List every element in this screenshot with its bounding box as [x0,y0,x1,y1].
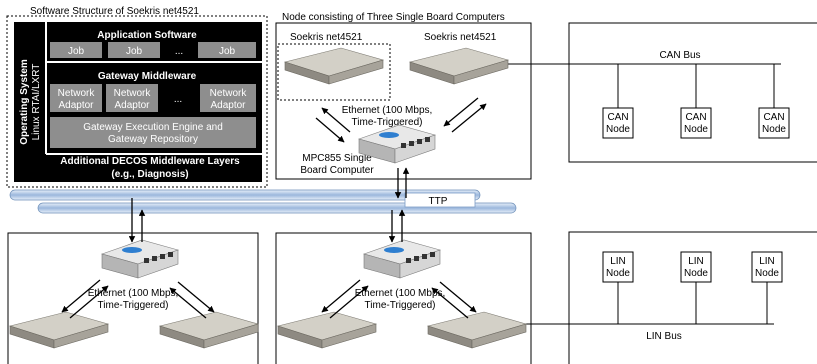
can-node-label: Node [684,124,708,135]
lin-bus-label: LIN Bus [646,331,682,342]
can-bus-label: CAN Bus [659,50,700,61]
can-node-label: CAN [763,112,784,123]
soekris-bottom-left-2-device [158,311,260,349]
network-adaptor-label: Network [58,88,96,99]
arrow-bm-up-2 [431,287,469,319]
bottom-mid-ethernet-line1: Ethernet (100 Mbps, [355,288,446,299]
network-adaptor-label: Network [114,88,152,99]
job-label: ... [175,46,183,57]
soekris-top-left-device [283,47,385,85]
arrow-bm-down-2 [439,281,477,313]
network-adaptor-label: Adaptor [58,100,94,111]
os-label: Operating System [19,59,30,145]
can-node-label: Node [606,124,630,135]
arrow-bm-down-1 [321,279,361,313]
bottom-mid-node-panel: Ethernet (100 Mbps, Time-Triggered) [275,232,532,364]
job-box: Job [108,42,160,58]
mpc855-top-device [357,124,437,164]
soekris-bottom-left-1-device [8,311,110,349]
ttp-bus: TTP [9,189,517,214]
top-node-panel: Node consisting of Three Single Board Co… [275,12,532,180]
lin-node-label: LIN [759,256,775,267]
decos-line2: (e.g., Diagnosis) [111,169,188,180]
decos-line1: Additional DECOS Middleware Layers [60,156,240,167]
arrow-top-right-down [443,97,479,127]
network-adaptor-label: Network [210,88,248,99]
job-box: Job [50,42,102,58]
mpc855-bottom-mid-device [362,239,442,279]
mpc-line1: MPC855 Single [302,153,372,164]
arrow-bl-up-2 [169,287,207,319]
lin-node-label: LIN [688,256,704,267]
soekris-bottom-mid-1-device [276,311,378,349]
network-adaptor-label: Adaptor [114,100,150,111]
arrow-bl-down-2 [177,281,215,313]
can-node-label: CAN [607,112,628,123]
lin-node-label: Node [606,268,630,279]
arrow-top-left-up [321,107,351,133]
gateway-engine-line1: Gateway Execution Engine and [83,122,223,133]
application-software-title: Application Software [97,30,197,41]
arrow-top-right-up [451,103,487,133]
mpc855-bottom-left-device [100,239,180,279]
bottom-mid-ethernet-line2: Time-Triggered) [365,300,436,311]
lin-node-label: Node [755,268,779,279]
bottom-left-ethernet-line2: Time-Triggered) [98,300,169,311]
soekris-left-label: Soekris net4521 [290,32,363,43]
network-adaptor-label: Adaptor [210,100,246,111]
job-label: Job [219,46,236,57]
arrow-bl-down-1 [61,279,101,313]
network-adaptor-label: ... [174,94,182,105]
network-adaptor-box: ... [174,94,182,105]
lin-node-label: LIN [610,256,626,267]
software-structure-panel: Software Structure of Soekris net4521 Op… [6,6,268,188]
bottom-left-ethernet-line1: Ethernet (100 Mbps, [88,288,179,299]
soekris-top-right-device [408,47,510,85]
lin-node-label: Node [684,268,708,279]
ttp-label: TTP [429,196,448,207]
mpc-line2: Board Computer [300,165,374,176]
arrow-top-left-down [315,117,345,143]
top-ethernet-line2: Time-Triggered) [352,117,423,128]
top-node-title: Node consisting of Three Single Board Co… [282,12,505,23]
job-label: Job [68,46,85,57]
gateway-engine-box [50,117,256,148]
arrow-bl-up-1 [69,285,109,319]
job-box: Job [198,42,256,58]
gateway-engine-line2: Gateway Repository [108,134,198,145]
gateway-middleware-title: Gateway Middleware [98,71,197,82]
arrow-bm-up-1 [329,285,369,319]
os-sublabel: Linux RTAI/LXRT [31,64,42,141]
soekris-bottom-mid-2-device [426,311,528,349]
soekris-right-label: Soekris net4521 [424,32,497,43]
job-box: ... [175,46,183,57]
bottom-left-node-panel: Ethernet (100 Mbps, Time-Triggered) [7,232,259,364]
can-node-label: CAN [685,112,706,123]
top-ethernet-line1: Ethernet (100 Mbps, [342,105,433,116]
job-label: Job [126,46,143,57]
software-structure-title: Software Structure of Soekris net4521 [30,6,199,17]
can-node-label: Node [762,124,786,135]
